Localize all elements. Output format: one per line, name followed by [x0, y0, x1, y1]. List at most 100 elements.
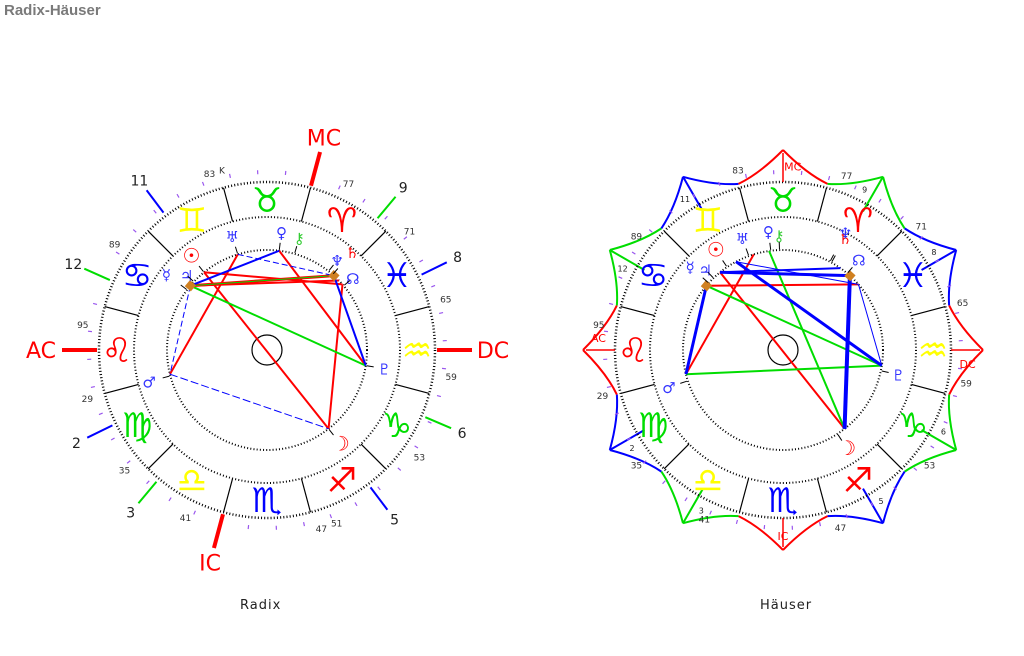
planet-tick — [829, 254, 835, 262]
planet-tick — [294, 246, 298, 254]
degree-label: K — [219, 167, 226, 177]
sign-boundary — [104, 305, 139, 317]
house-cusp-line — [369, 486, 389, 511]
green-aspect-line — [685, 364, 882, 376]
virgo-sign-icon: ♍ — [122, 406, 152, 446]
degree-tick — [384, 215, 388, 220]
scorpio-sign-icon: ♏ — [252, 481, 282, 521]
degree-label: 83 — [204, 170, 215, 180]
red-aspect-line — [169, 253, 239, 375]
mercury-icon: ☿ — [162, 266, 171, 284]
house-outline-segment — [582, 305, 618, 351]
degree-label: 35 — [119, 467, 130, 477]
planet-position-marker — [844, 270, 856, 282]
sign-boundary — [395, 383, 430, 395]
mars-icon: ♂ — [662, 379, 675, 397]
planet-position-marker — [184, 280, 197, 292]
aries-sign-icon: ♈ — [327, 201, 357, 241]
sign-boundary — [147, 443, 174, 470]
ic-label: IC — [778, 530, 789, 543]
planet-tick — [366, 365, 374, 368]
house-number: 6 — [941, 428, 946, 437]
planet-tick — [702, 277, 709, 283]
house-number: 12 — [64, 257, 82, 273]
degree-tick — [431, 284, 436, 288]
house-cusp-line — [921, 429, 957, 451]
sign-boundary — [104, 383, 139, 395]
degree-tick — [115, 251, 120, 255]
haeuser-caption: Häuser — [760, 598, 813, 613]
house-outline-segment — [608, 394, 619, 451]
planet-tick — [332, 268, 339, 275]
ac-label: AC — [26, 339, 56, 364]
house-outline-segment — [948, 349, 984, 395]
house-outline-segment — [827, 514, 884, 525]
degree-label: 89 — [109, 240, 121, 250]
degree-tick — [735, 519, 739, 525]
degree-tick — [168, 497, 172, 502]
planet-tick — [180, 284, 187, 290]
mc-label: MC — [307, 126, 341, 151]
degree-label: 29 — [597, 392, 609, 402]
sign-boundary — [816, 187, 828, 222]
blue-aspect-line — [720, 267, 841, 274]
house-outline-segment — [682, 175, 739, 186]
degree-tick — [403, 236, 408, 240]
sign-boundary — [147, 230, 174, 257]
degree-tick — [819, 522, 822, 527]
planet-tick — [831, 255, 836, 262]
green-aspect-line — [768, 250, 846, 430]
degree-tick — [201, 181, 205, 186]
node-icon: ☊ — [852, 252, 865, 270]
degree-label: 71 — [915, 223, 926, 233]
house-outline-segment — [609, 227, 662, 251]
degree-tick — [717, 181, 721, 186]
blue-aspect-line — [332, 275, 367, 366]
degree-tick — [952, 394, 958, 398]
house-cusp-line — [421, 261, 448, 276]
moon-icon: ☽ — [838, 436, 856, 460]
house-outline-segment — [608, 249, 619, 306]
house-outline-segment — [882, 471, 906, 524]
green-aspect-line — [189, 284, 367, 367]
zodiac-inner-ring — [133, 216, 401, 484]
degree-tick — [98, 412, 103, 416]
degree-tick — [614, 412, 619, 416]
house-cusp-line — [862, 176, 884, 212]
blue-aspect-line — [720, 270, 850, 278]
degree-tick — [436, 394, 442, 398]
pisces-sign-icon: ♓ — [898, 256, 928, 296]
gemini-sign-icon: ♊ — [177, 201, 207, 241]
degree-tick — [626, 437, 631, 441]
virgo-sign-icon: ♍ — [638, 406, 668, 446]
house-outline-segment — [948, 305, 984, 351]
degree-label: 95 — [593, 321, 604, 331]
house-number: 2 — [72, 436, 81, 452]
sign-boundary — [816, 478, 828, 513]
chiron-icon: ⚷ — [773, 227, 784, 245]
degree-label: 95 — [77, 321, 88, 331]
blue-aspect-line — [190, 249, 280, 287]
planet-position-marker — [700, 280, 713, 292]
sun-icon: ☉ — [183, 244, 201, 268]
degree-label: 53 — [414, 454, 425, 464]
degree-label: 41 — [699, 516, 710, 526]
degree-tick — [90, 386, 95, 389]
house-outline-segment — [660, 176, 684, 229]
cancer-sign-icon: ♋ — [638, 256, 668, 296]
house-number: 2 — [629, 444, 634, 453]
planet-tick — [344, 280, 351, 286]
ac-label: AC — [591, 332, 606, 345]
degree-tick — [397, 467, 402, 471]
degree-tick — [132, 229, 137, 233]
house-outline-segment — [609, 449, 662, 473]
blue-aspect-line — [169, 373, 329, 430]
degree-label: 59 — [960, 379, 972, 389]
house-number: 11 — [680, 195, 690, 204]
venus-icon: ♀ — [763, 223, 774, 241]
degree-label: 47 — [316, 525, 327, 535]
house-cusp-line — [682, 488, 704, 524]
planet-tick — [722, 260, 727, 267]
degree-tick — [684, 497, 688, 502]
